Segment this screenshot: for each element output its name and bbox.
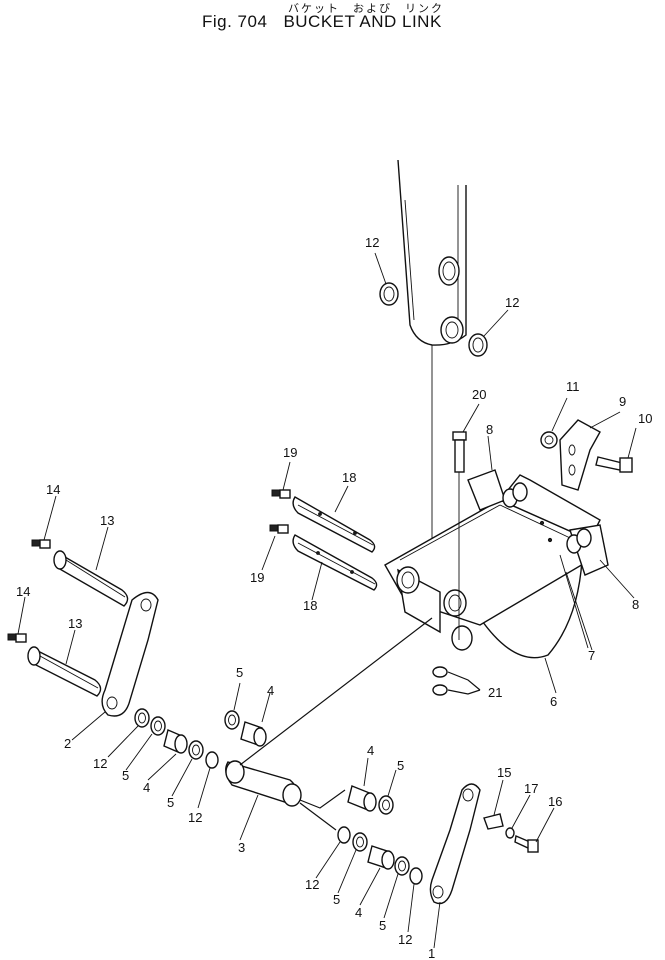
pin-13-upper (53, 550, 129, 607)
link-3 (225, 617, 433, 831)
pin-18-lower (292, 534, 378, 591)
shim-12-d (337, 826, 351, 844)
callout-13: 13 (100, 513, 114, 528)
callout-18: 18 (342, 470, 356, 485)
seal-5-e (378, 795, 394, 815)
grease-fitting-19-lower (269, 524, 289, 534)
link-1 (429, 783, 481, 905)
callout-19: 19 (283, 445, 297, 460)
japanese-title: バケット および リンク (288, 2, 444, 15)
figure-title: Fig. 704 BUCKET AND LINK (202, 12, 458, 32)
callout-12: 12 (365, 235, 379, 250)
link-2 (101, 591, 159, 717)
callout-20: 20 (472, 387, 486, 402)
callout-12: 12 (93, 756, 107, 771)
shim-12-e (409, 867, 423, 885)
callout-15: 15 (497, 765, 511, 780)
callout-18: 18 (303, 598, 317, 613)
figure-header: バケット および リンク Fig. 704 BUCKET AND LINK (0, 0, 665, 40)
fig-title-text: BUCKET AND LINK (283, 12, 442, 31)
callout-1: 1 (428, 946, 435, 960)
leader-lines (17, 252, 637, 949)
callout-8: 8 (486, 422, 493, 437)
callout-19: 19 (250, 570, 264, 585)
shim-12-upper-left (379, 282, 399, 306)
callout-14: 14 (16, 584, 30, 599)
callout-14: 14 (46, 482, 60, 497)
seal-5-a (134, 708, 150, 728)
shim-12-c (205, 751, 219, 769)
callout-8: 8 (632, 597, 639, 612)
callout-2: 2 (64, 736, 71, 751)
pin-18-upper (292, 496, 376, 553)
callout-labels: 12 12 20 11 9 10 8 8 7 6 21 19 18 19 18 … (16, 235, 652, 960)
callout-5: 5 (167, 795, 174, 810)
callout-4: 4 (143, 780, 150, 795)
bushing-4-a (163, 729, 188, 754)
grease-fitting-14-lower (7, 633, 27, 643)
bushing-4-b (240, 721, 267, 747)
seal-5-g (394, 856, 410, 876)
seal-5-b (150, 716, 166, 736)
bolt-10 (595, 456, 633, 473)
shim-12-upper-right (468, 333, 488, 357)
washer-17 (505, 827, 515, 839)
bucket (384, 469, 609, 659)
callout-12: 12 (305, 877, 319, 892)
callout-5: 5 (236, 665, 243, 680)
bolt-20 (452, 431, 467, 640)
nuts-21 (432, 666, 481, 696)
callout-21: 21 (488, 685, 502, 700)
callout-4: 4 (267, 683, 274, 698)
seal-5-c (188, 740, 204, 760)
callout-11: 11 (566, 379, 580, 394)
side-cutter-9 (559, 419, 601, 491)
pin-13-lower (27, 646, 102, 697)
arm (397, 159, 467, 618)
bushing-4-d (367, 845, 395, 870)
callout-4: 4 (355, 905, 362, 920)
plate-15 (483, 813, 504, 830)
bushing-4-c (347, 785, 377, 812)
bolt-16 (514, 835, 539, 853)
fig-number: Fig. 704 (202, 12, 268, 31)
callout-10: 10 (638, 411, 652, 426)
callout-12: 12 (188, 810, 202, 825)
callout-5: 5 (397, 758, 404, 773)
callout-9: 9 (619, 394, 626, 409)
nut-11 (540, 431, 558, 449)
callout-5: 5 (379, 918, 386, 933)
callout-13: 13 (68, 616, 82, 631)
grease-fitting-19-upper (271, 489, 291, 499)
callout-3: 3 (238, 840, 245, 855)
callout-17: 17 (524, 781, 538, 796)
callout-5: 5 (333, 892, 340, 907)
callout-16: 16 (548, 794, 562, 809)
seal-5-f (352, 832, 368, 852)
callout-5: 5 (122, 768, 129, 783)
callout-6: 6 (550, 694, 557, 709)
callout-12: 12 (398, 932, 412, 947)
callout-4: 4 (367, 743, 374, 758)
callout-12: 12 (505, 295, 519, 310)
grease-fitting-14-upper (31, 539, 51, 549)
seal-5-d (224, 710, 240, 730)
callout-7: 7 (588, 648, 595, 663)
